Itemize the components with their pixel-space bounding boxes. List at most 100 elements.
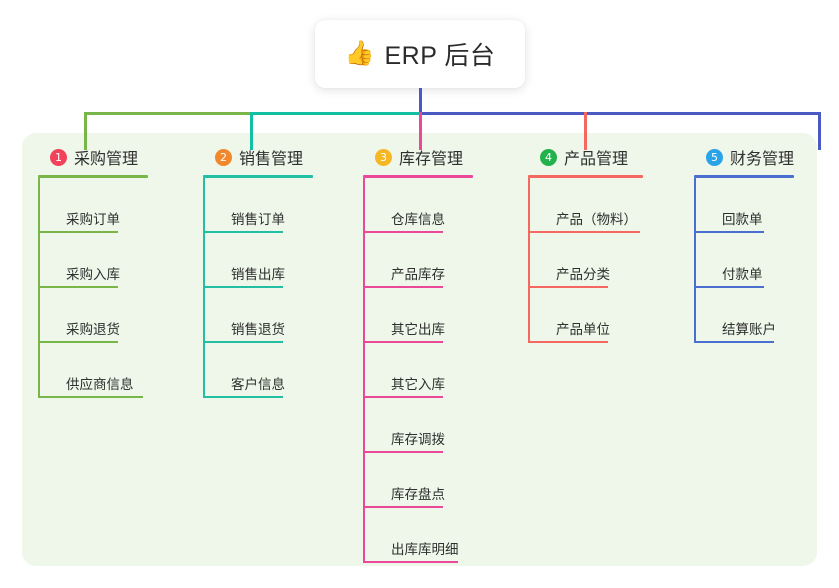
leaf-item-underline xyxy=(203,286,283,288)
leaf-item-underline xyxy=(528,286,608,288)
leaf-item-label: 采购退货 xyxy=(66,322,120,337)
column-underline xyxy=(528,175,643,178)
connector-drop-2 xyxy=(250,112,253,150)
column-number-badge: 5 xyxy=(706,148,723,166)
column-number-badge: 1 xyxy=(50,148,67,166)
leaf-item-label: 付款单 xyxy=(722,267,763,282)
leaf-item[interactable]: 采购入库 xyxy=(38,233,188,288)
leaf-item[interactable]: 供应商信息 xyxy=(38,343,188,398)
leaf-item[interactable]: 产品（物料） xyxy=(528,178,683,233)
leaf-item-underline xyxy=(528,341,608,343)
leaf-item[interactable]: 仓库信息 xyxy=(363,178,513,233)
column-title: 销售管理 xyxy=(239,151,304,168)
leaf-item[interactable]: 库存盘点 xyxy=(363,453,513,508)
leaf-item-underline xyxy=(363,286,443,288)
column-title: 库存管理 xyxy=(399,151,464,168)
column-header-3[interactable]: 3 库存管理 xyxy=(363,145,513,169)
leaf-item[interactable]: 回款单 xyxy=(694,178,834,233)
leaf-item-underline xyxy=(38,396,143,398)
connector-bus-segment-3 xyxy=(419,112,821,115)
leaf-item-label: 销售订单 xyxy=(231,212,285,227)
leaf-item[interactable]: 付款单 xyxy=(694,233,834,288)
leaf-item-label: 产品（物料） xyxy=(556,212,637,227)
leaf-item[interactable]: 其它入库 xyxy=(363,343,513,398)
leaf-item-underline xyxy=(694,231,764,233)
leaf-item-label: 客户信息 xyxy=(231,377,285,392)
leaf-item-label: 库存盘点 xyxy=(391,487,445,502)
column-spine xyxy=(38,178,40,398)
leaf-item-underline xyxy=(203,396,283,398)
connector-bus-segment-2 xyxy=(250,112,422,115)
leaf-item-label: 产品库存 xyxy=(391,267,445,282)
column-3: 3 库存管理仓库信息产品库存其它出库其它入库库存调拨库存盘点出库库明细 xyxy=(363,145,513,563)
leaf-item[interactable]: 客户信息 xyxy=(203,343,353,398)
column-items: 采购订单采购入库采购退货供应商信息 xyxy=(38,178,188,398)
leaf-item-underline xyxy=(363,561,458,563)
column-spine xyxy=(528,178,530,343)
leaf-item[interactable]: 销售订单 xyxy=(203,178,353,233)
column-items: 仓库信息产品库存其它出库其它入库库存调拨库存盘点出库库明细 xyxy=(363,178,513,563)
connector-drop-3 xyxy=(419,112,422,150)
root-node-card[interactable]: 👍 ERP 后台 xyxy=(315,20,525,88)
leaf-item-underline xyxy=(38,231,118,233)
connector-drop-5 xyxy=(818,112,821,150)
leaf-item-underline xyxy=(363,451,443,453)
column-spine xyxy=(694,178,696,343)
leaf-item[interactable]: 出库库明细 xyxy=(363,508,513,563)
leaf-item-label: 结算账户 xyxy=(722,322,776,337)
column-2: 2 销售管理销售订单销售出库销售退货客户信息 xyxy=(203,145,353,398)
leaf-item[interactable]: 库存调拨 xyxy=(363,398,513,453)
leaf-item[interactable]: 其它出库 xyxy=(363,288,513,343)
leaf-item-underline xyxy=(203,231,283,233)
leaf-item-label: 产品单位 xyxy=(556,322,610,337)
leaf-item-underline xyxy=(363,231,443,233)
leaf-item[interactable]: 采购退货 xyxy=(38,288,188,343)
leaf-item-label: 产品分类 xyxy=(556,267,610,282)
leaf-item[interactable]: 结算账户 xyxy=(694,288,834,343)
connector-drop-4 xyxy=(584,112,587,150)
column-spine xyxy=(203,178,205,398)
column-number-badge: 3 xyxy=(375,148,392,166)
leaf-item-underline xyxy=(694,341,774,343)
connector-root-stem xyxy=(419,88,422,115)
column-underline xyxy=(38,175,148,178)
leaf-item[interactable]: 产品单位 xyxy=(528,288,683,343)
leaf-item-label: 采购订单 xyxy=(66,212,120,227)
connector-drop-1 xyxy=(84,112,87,150)
leaf-item[interactable]: 采购订单 xyxy=(38,178,188,233)
leaf-item[interactable]: 产品分类 xyxy=(528,233,683,288)
leaf-item-label: 销售退货 xyxy=(231,322,285,337)
leaf-item-label: 出库库明细 xyxy=(391,542,459,557)
column-spine xyxy=(363,178,365,563)
column-number-badge: 2 xyxy=(215,148,232,166)
leaf-item[interactable]: 销售出库 xyxy=(203,233,353,288)
column-underline xyxy=(363,175,473,178)
column-items: 回款单付款单结算账户 xyxy=(694,178,834,343)
column-header-2[interactable]: 2 销售管理 xyxy=(203,145,353,169)
leaf-item[interactable]: 产品库存 xyxy=(363,233,513,288)
connector-bus-segment-1 xyxy=(84,112,253,115)
column-underline xyxy=(694,175,794,178)
leaf-item-label: 销售出库 xyxy=(231,267,285,282)
leaf-item-label: 其它出库 xyxy=(391,322,445,337)
diagram-background-panel xyxy=(22,133,817,566)
leaf-item-underline xyxy=(38,286,118,288)
column-number-badge: 4 xyxy=(540,148,557,166)
column-items: 销售订单销售出库销售退货客户信息 xyxy=(203,178,353,398)
leaf-item-label: 回款单 xyxy=(722,212,763,227)
leaf-item-underline xyxy=(363,341,443,343)
leaf-item-label: 库存调拨 xyxy=(391,432,445,447)
leaf-item-underline xyxy=(363,396,443,398)
column-underline xyxy=(203,175,313,178)
leaf-item[interactable]: 销售退货 xyxy=(203,288,353,343)
leaf-item-label: 其它入库 xyxy=(391,377,445,392)
leaf-item-underline xyxy=(38,341,118,343)
leaf-item-underline xyxy=(694,286,764,288)
leaf-item-label: 供应商信息 xyxy=(66,377,134,392)
